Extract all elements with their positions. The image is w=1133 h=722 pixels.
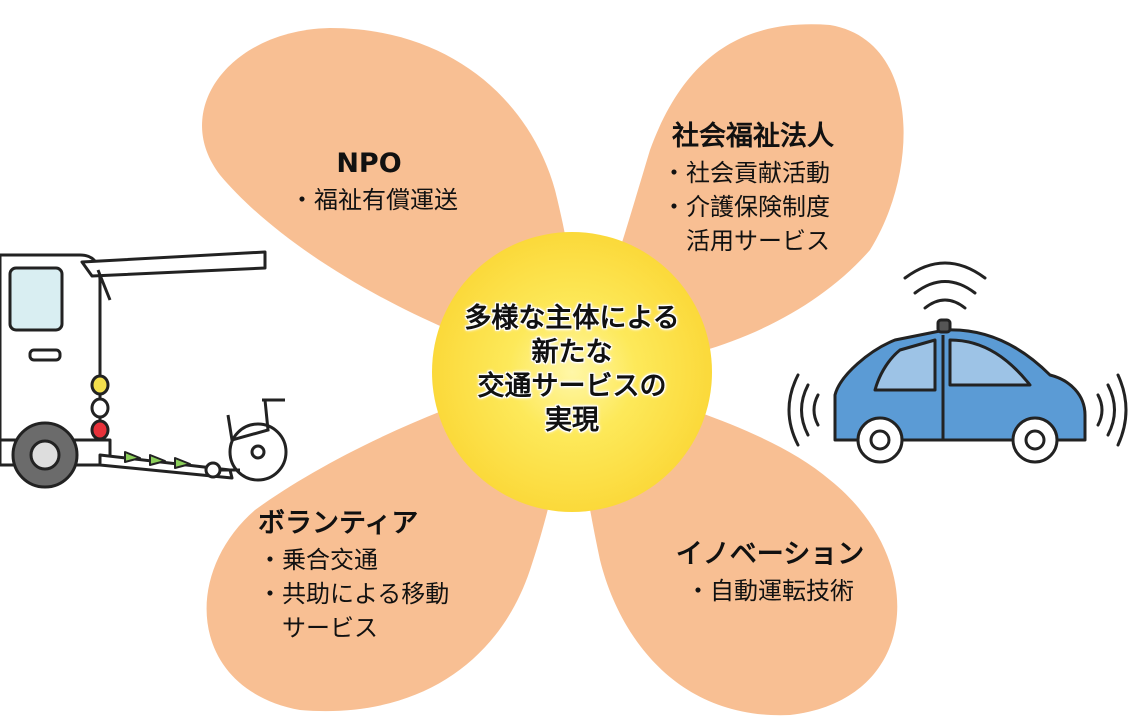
innovation-item: ・自動運転技術 <box>686 577 854 606</box>
wheelchair-icon <box>204 398 288 482</box>
signal-waves-icon <box>787 261 1128 447</box>
center-line-2: 新たな <box>531 337 613 369</box>
petal-social-welfare-text: 社会福祉法人 ・社会貢献活動 ・介護保険制度 活用サービス <box>662 118 834 259</box>
social-welfare-item-3: 活用サービス <box>686 227 830 256</box>
npo-item: ・福祉有償運送 <box>290 186 458 215</box>
center-line-4: 実現 <box>545 405 599 437</box>
volunteer-title: ボランティア <box>258 508 419 539</box>
center-line-3: 交通サービスの <box>477 371 667 403</box>
npo-title: NPO <box>336 148 402 179</box>
center-text: 多様な主体による 新たな 交通サービスの 実現 <box>432 302 712 438</box>
volunteer-item-3: サービス <box>282 614 378 643</box>
petal-npo-text: NPO ・福祉有償運送 <box>290 145 458 217</box>
petal-volunteer-text: ボランティア ・乗合交通 ・共助による移動 サービス <box>258 505 449 646</box>
social-welfare-item-2: ・介護保険制度 <box>662 193 830 222</box>
wheelchair-van-icon <box>0 250 267 489</box>
center-line-1: 多様な主体による <box>464 303 680 334</box>
social-welfare-item-1: ・社会貢献活動 <box>662 159 830 188</box>
volunteer-item-2: ・共助による移動 <box>258 580 450 609</box>
volunteer-item-1: ・乗合交通 <box>258 546 378 575</box>
autonomous-car-icon <box>833 318 1087 464</box>
petal-innovation-text: イノベーション ・自動運転技術 <box>655 536 885 608</box>
social-welfare-title: 社会福祉法人 <box>672 121 834 152</box>
innovation-title: イノベーション <box>675 539 865 570</box>
center-circle <box>432 232 712 512</box>
